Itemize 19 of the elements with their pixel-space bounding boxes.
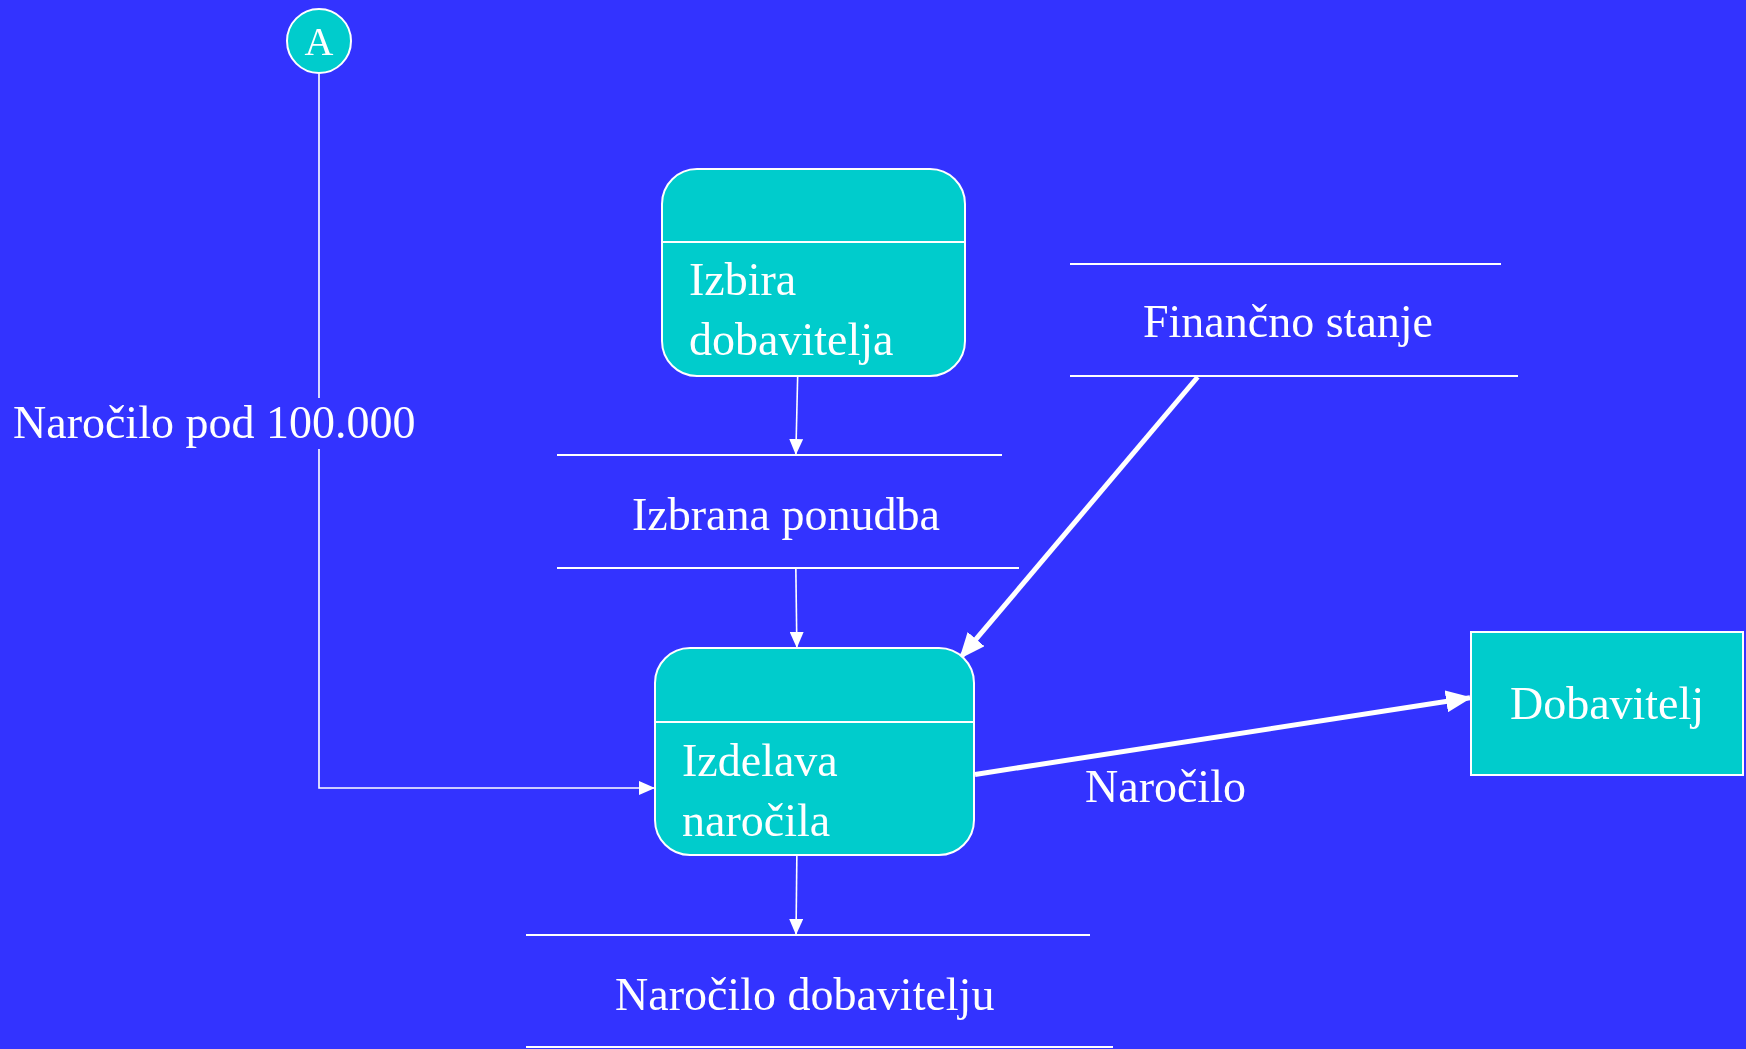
arrow (789, 376, 804, 455)
connector-circle: A (286, 8, 352, 74)
process-box (661, 168, 966, 377)
entity-box: Dobavitelj (1470, 631, 1744, 776)
data-store (1070, 263, 1518, 377)
store-label: Izbrana ponudba (632, 488, 940, 541)
store-label: Finančno stanje (1143, 295, 1433, 348)
arrow (974, 690, 1472, 777)
process-box (654, 647, 975, 856)
data-store (526, 934, 1113, 1048)
arrow (789, 855, 804, 935)
store-label: Naročilo dobavitelju (615, 968, 995, 1021)
edge-label: Naročilo pod 100.000 (13, 398, 416, 449)
data-store (557, 454, 1019, 569)
arrow (958, 375, 1200, 660)
process-label: Izdelava naročila (682, 734, 839, 848)
arrow (789, 568, 804, 648)
arrow (318, 73, 655, 795)
process-label: Izbira dobavitelja (689, 253, 895, 367)
